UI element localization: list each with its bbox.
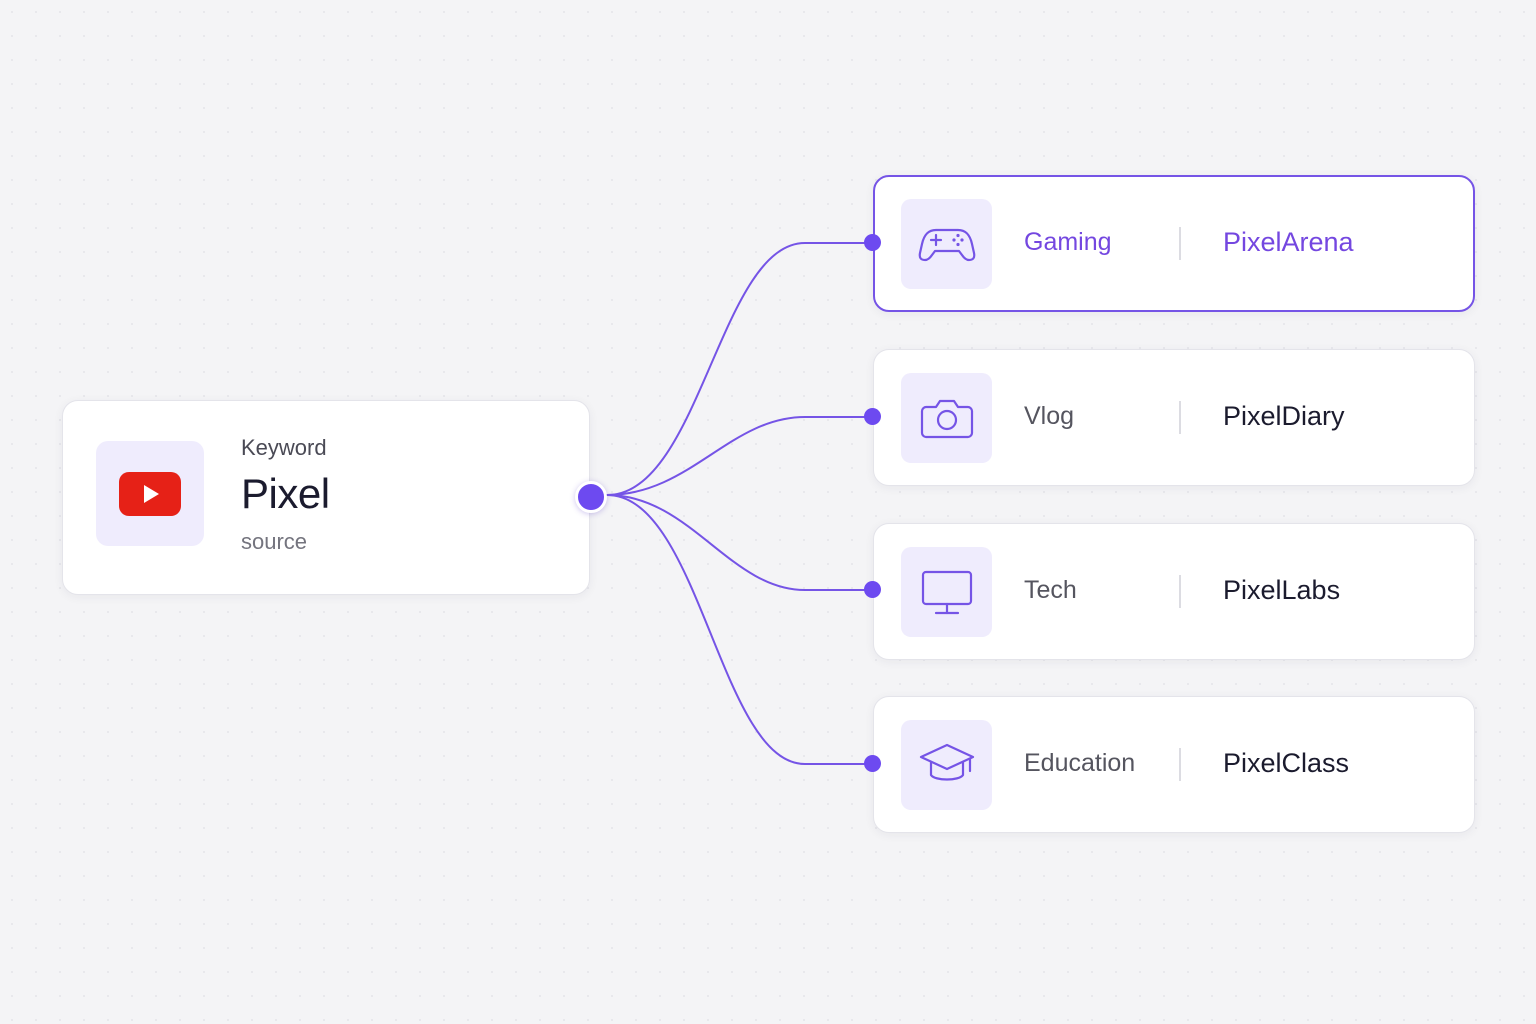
connector-gaming xyxy=(606,242,867,496)
gamepad-icon xyxy=(918,228,975,262)
monitor-icon xyxy=(921,570,972,615)
card-category-label: Gaming xyxy=(1024,228,1112,256)
card-divider xyxy=(1179,575,1181,608)
source-subtitle: source xyxy=(241,529,308,554)
output-node-gaming[interactable]: Gaming PixelArena xyxy=(873,175,1475,312)
output-node-education[interactable]: Education PixelClass xyxy=(873,696,1475,833)
connector-vlog xyxy=(606,416,867,496)
card-category-label: Tech xyxy=(1024,576,1077,604)
graduation-cap-icon xyxy=(919,743,974,781)
camera-icon xyxy=(920,399,973,439)
output-node-tech[interactable]: Tech PixelLabs xyxy=(873,523,1475,660)
source-title: Pixel xyxy=(241,470,330,517)
input-port-gaming[interactable] xyxy=(864,234,881,251)
card-divider xyxy=(1179,748,1181,781)
connector-tech xyxy=(606,494,867,591)
source-icon-container xyxy=(96,441,204,546)
card-name-label: PixelLabs xyxy=(1223,575,1341,605)
card-icon-container xyxy=(901,720,992,810)
card-name-label: PixelArena xyxy=(1223,227,1354,257)
output-node-vlog[interactable]: Vlog PixelDiary xyxy=(873,349,1475,486)
connector-education xyxy=(606,494,867,765)
card-divider xyxy=(1179,401,1181,434)
card-icon-container xyxy=(901,199,992,289)
card-name-label: PixelDiary xyxy=(1223,401,1345,431)
card-divider xyxy=(1179,227,1181,260)
card-category-label: Vlog xyxy=(1024,402,1075,430)
card-icon-container xyxy=(901,547,992,637)
youtube-icon xyxy=(119,471,181,516)
card-name-label: PixelClass xyxy=(1223,748,1350,778)
input-port-tech[interactable] xyxy=(864,581,881,598)
source-output-port[interactable] xyxy=(575,481,607,513)
source-label: Keyword xyxy=(241,435,327,460)
source-node[interactable]: Keyword Pixel source xyxy=(62,400,590,595)
card-category-label: Education xyxy=(1024,749,1136,777)
input-port-education[interactable] xyxy=(864,755,881,772)
input-port-vlog[interactable] xyxy=(864,408,881,425)
card-icon-container xyxy=(901,373,992,463)
